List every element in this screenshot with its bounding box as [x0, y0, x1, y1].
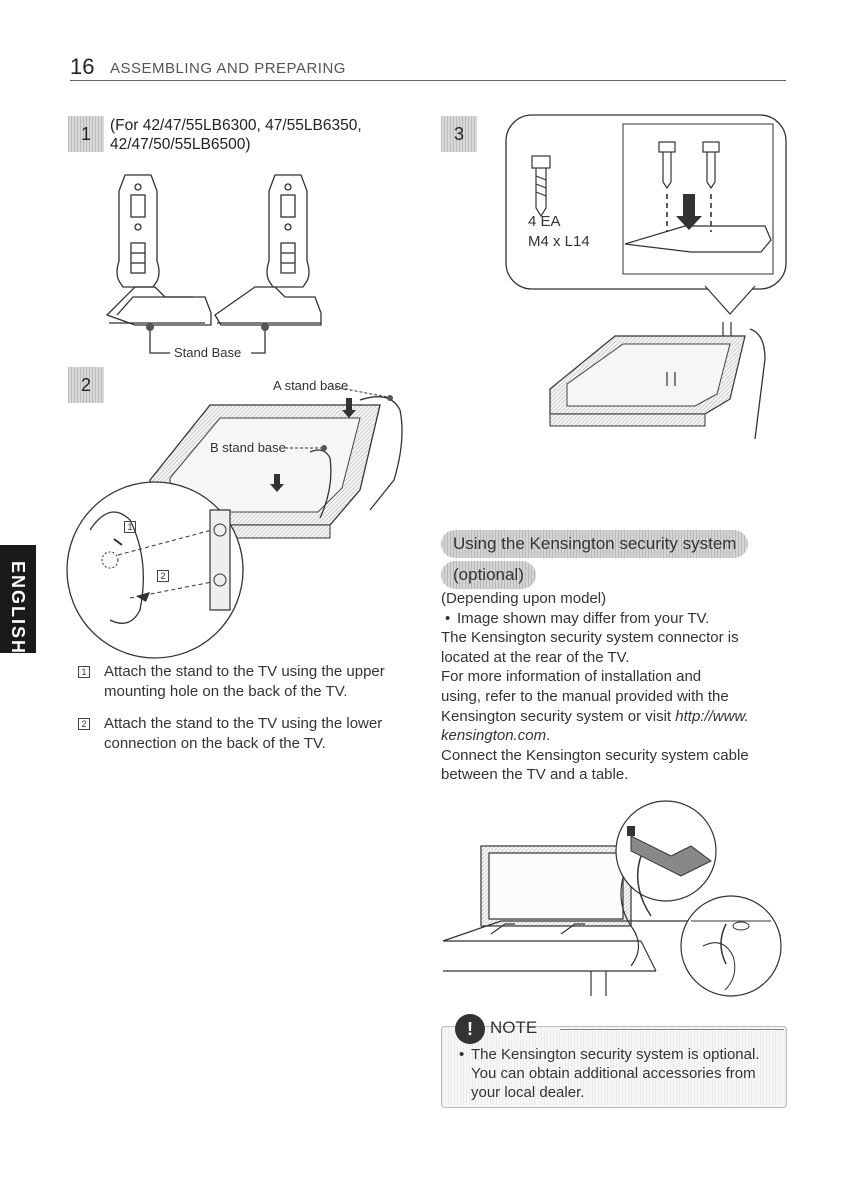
b-stand-base-label: B stand base	[210, 440, 286, 455]
kensington-line-7: Kensington security system or visit http…	[441, 707, 789, 727]
page-number: 16	[70, 54, 94, 80]
kensington-line-9: Connect the Kensington security system c…	[441, 746, 789, 766]
section-title: ASSEMBLING AND PREPARING	[110, 60, 346, 77]
screw-count: 4 EA	[528, 213, 561, 230]
kensington-link-part2[interactable]: kensington.com	[441, 727, 546, 744]
language-tab-label: ENGLISH	[7, 561, 28, 655]
kensington-bullet: Image shown may differ from your TV.	[441, 609, 789, 629]
step-1-models: (For 42/47/55LB6300, 47/55LB6350, 42/47/…	[110, 116, 362, 154]
caption-marker-2: 2	[78, 718, 90, 730]
kensington-line-1: (Depending upon model)	[441, 589, 789, 609]
kensington-line-7-text: Kensington security system or visit	[441, 708, 671, 725]
note-text: The Kensington security system is option…	[455, 1045, 780, 1102]
kensington-line-3: The Kensington security system connector…	[441, 628, 789, 648]
zoom-marker-2: 2	[157, 570, 169, 582]
screw-size: M4 x L14	[528, 233, 590, 250]
note-line-2: You can obtain additional accessories fr…	[455, 1064, 780, 1083]
note-line-3: your local dealer.	[455, 1083, 780, 1102]
kensington-line-4: located at the rear of the TV.	[441, 648, 789, 668]
step-1-models-line2: 42/47/50/55LB6500)	[110, 135, 362, 154]
kensington-link-part1[interactable]: http://www.	[675, 708, 748, 725]
kensington-lock-illustration	[441, 796, 786, 1002]
kensington-heading-line1: Using the Kensington security system	[441, 530, 748, 558]
note-divider	[560, 1029, 784, 1030]
exclamation-icon: !	[455, 1014, 485, 1044]
note-label: NOTE	[490, 1018, 537, 1038]
tv-stand-attach-illustration: A stand base B stand base	[60, 370, 420, 660]
step-2-caption-2-line1: Attach the stand to the TV using the low…	[104, 714, 382, 734]
step-3-badge: 3	[441, 116, 477, 152]
step-1-models-line1: (For 42/47/55LB6300, 47/55LB6350,	[110, 116, 362, 135]
kensington-line-6: using, refer to the manual provided with…	[441, 687, 789, 707]
note-line-1: The Kensington security system is option…	[455, 1045, 780, 1064]
step-2-caption-1-line2: mounting hole on the back of the TV.	[104, 682, 385, 702]
kensington-link-end: .	[546, 727, 550, 744]
zoom-marker-1: 1	[124, 521, 136, 533]
a-stand-base-label: A stand base	[273, 378, 348, 393]
kensington-line-5: For more information of installation and	[441, 667, 789, 687]
step-2-caption-1: Attach the stand to the TV using the upp…	[104, 662, 385, 702]
step-1-badge: 1	[68, 116, 104, 152]
kensington-heading-line2: (optional)	[441, 561, 536, 589]
stand-base-label: Stand Base	[174, 345, 241, 360]
kensington-body: (Depending upon model) Image shown may d…	[441, 589, 789, 785]
kensington-line-10: between the TV and a table.	[441, 765, 789, 785]
step-2-caption-2: Attach the stand to the TV using the low…	[104, 714, 382, 754]
header-divider	[70, 80, 786, 81]
tv-back-screws-illustration	[545, 284, 785, 444]
step-2-caption-1-line1: Attach the stand to the TV using the upp…	[104, 662, 385, 682]
kensington-line-8: kensington.com.	[441, 726, 789, 746]
screw-callout-illustration: 4 EA M4 x L14	[505, 114, 789, 294]
step-2-caption-2-line2: connection on the back of the TV.	[104, 734, 382, 754]
stand-base-illustration: Stand Base	[95, 165, 355, 365]
caption-marker-1: 1	[78, 666, 90, 678]
language-tab: ENGLISH	[0, 545, 36, 653]
